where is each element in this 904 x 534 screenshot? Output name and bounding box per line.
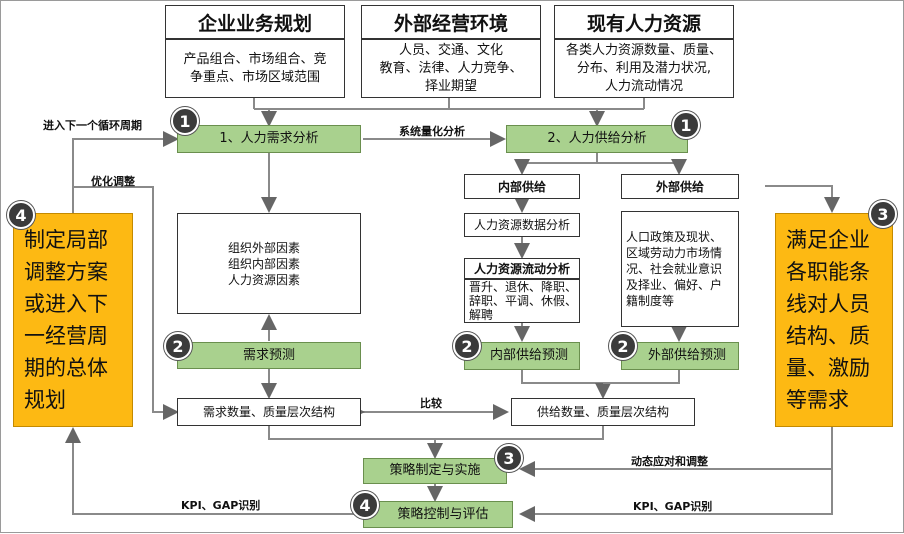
current-hr-body: 各类人力资源数量、质量、 分布、利用及潜力状况, 人力流动情况 [554, 39, 734, 98]
step-1-badge-demand: 1 [171, 107, 199, 135]
internal-supply-label: 内部供给 [497, 179, 546, 194]
hr-flow-analysis-header: 人力资源流动分析 [464, 258, 580, 279]
right-needs-text: 满足企业各职能条线对人员结构、质量、激励等需求 [786, 228, 870, 412]
hr-flow-analysis-title: 人力资源流动分析 [473, 261, 570, 276]
strategy-label: 策略制定与实施 [389, 463, 481, 478]
kpi-gap-left-label: KPI、GAP识别 [181, 499, 261, 512]
hr-flow-analysis-text: 晋升、退休、降职、 辞职、平调、休假、 解聘 [469, 280, 578, 322]
external-supply-header: 外部供给 [621, 174, 739, 199]
step-3-badge-strategy: 3 [495, 444, 523, 472]
hr-flow-analysis-body: 晋升、退休、降职、 辞职、平调、休假、 解聘 [464, 279, 580, 323]
step-4-badge-control: 4 [351, 491, 379, 519]
demand-quantity-node: 需求数量、质量层次结构 [177, 398, 361, 426]
step-2-badge-internal: 2 [453, 332, 481, 360]
current-hr-title: 现有人力资源 [586, 12, 701, 35]
step-4-badge-left: 4 [7, 201, 35, 229]
external-env-title: 外部经营环境 [393, 12, 508, 35]
kpi-gap-right-label: KPI、GAP识别 [633, 500, 713, 513]
external-env-header: 外部经营环境 [361, 5, 541, 39]
external-supply-label: 外部供给 [655, 179, 704, 194]
left-plan-text: 制定局部调整方案或进入下一经营周期的总体规划 [24, 228, 108, 412]
demand-forecast-node: 需求预测 [177, 342, 361, 369]
optimize-label: 优化调整 [91, 175, 135, 188]
compare-label: 比较 [420, 397, 442, 410]
strategy-control-node: 策略控制与评估 [363, 501, 513, 528]
internal-supply-header: 内部供给 [464, 174, 580, 199]
internal-supply-forecast-node: 内部供给预测 [464, 342, 580, 370]
dynamic-adjust-label: 动态应对和调整 [631, 455, 708, 468]
quantify-label: 系统量化分析 [399, 125, 465, 138]
supply-quantity-node: 供给数量、质量层次结构 [511, 398, 695, 426]
step-2-badge-demand: 2 [164, 332, 192, 360]
left-plan-box: 制定局部调整方案或进入下一经营周期的总体规划 [13, 213, 133, 427]
factors-box: 组织外部因素 组织内部因素 人力资源因素 [177, 213, 361, 314]
demand-analysis-node: 1、人力需求分析 [177, 125, 361, 153]
supply-analysis-node: 2、人力供给分析 [506, 125, 688, 153]
hr-data-analysis-node: 人力资源数据分析 [464, 213, 580, 237]
external-supply-forecast-label: 外部供给预测 [647, 348, 726, 363]
current-hr-text: 各类人力资源数量、质量、 分布、利用及潜力状况, 人力流动情况 [565, 42, 722, 94]
step-3-badge-right: 3 [869, 200, 897, 228]
external-env-body: 人员、交通、文化 教育、法律、人力竞争、 择业期望 [361, 39, 541, 98]
supply-analysis-label: 2、人力供给分析 [547, 131, 647, 146]
business-planning-text: 产品组合、市场组合、竞 争重点、市场区域范围 [183, 51, 327, 85]
demand-quantity-label: 需求数量、质量层次结构 [202, 405, 335, 419]
demand-forecast-label: 需求预测 [242, 347, 295, 363]
demand-analysis-label: 1、人力需求分析 [219, 131, 319, 146]
strategy-control-label: 策略控制与评估 [397, 506, 489, 522]
business-planning-body: 产品组合、市场组合、竞 争重点、市场区域范围 [165, 39, 345, 98]
business-planning-title: 企业业务规划 [197, 12, 312, 35]
external-supply-forecast-node: 外部供给预测 [621, 342, 739, 370]
external-factors-box: 人口政策及现状、 区域劳动力市场情 况、社会就业意识 及择业、偏好、户 籍制度等 [621, 211, 739, 327]
supply-quantity-label: 供给数量、质量层次结构 [536, 405, 669, 419]
external-factors-text: 人口政策及现状、 区域劳动力市场情 况、社会就业意识 及择业、偏好、户 籍制度等 [626, 230, 723, 308]
step-2-badge-external: 2 [609, 332, 637, 360]
external-env-text: 人员、交通、文化 教育、法律、人力竞争、 择业期望 [379, 42, 523, 94]
right-needs-box: 满足企业各职能条线对人员结构、质量、激励等需求 [775, 213, 893, 427]
internal-supply-forecast-label: 内部供给预测 [489, 348, 568, 363]
factors-text: 组织外部因素 组织内部因素 人力资源因素 [228, 240, 301, 287]
next-cycle-label: 进入下一个循环周期 [43, 119, 142, 132]
step-1-badge-supply: 1 [672, 111, 700, 139]
strategy-node: 策略制定与实施 [363, 458, 507, 484]
business-planning-header: 企业业务规划 [165, 5, 345, 39]
hr-data-analysis-label: 人力资源数据分析 [473, 218, 570, 232]
current-hr-header: 现有人力资源 [554, 5, 734, 39]
